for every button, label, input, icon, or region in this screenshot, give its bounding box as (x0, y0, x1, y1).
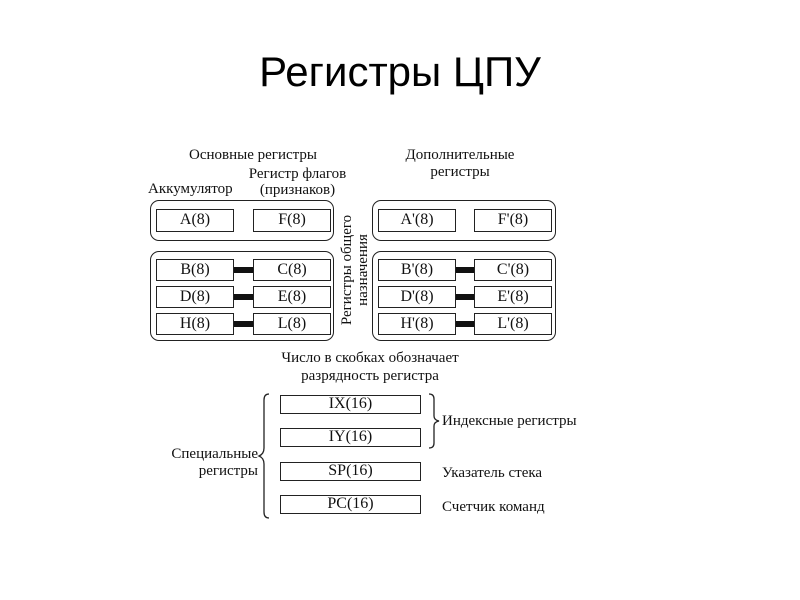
pair-connector (456, 294, 474, 300)
note-line2: разрядность регистра (301, 368, 439, 384)
register-a-alt: A'(8) (378, 209, 456, 232)
note-line1: Число в скобках обозначает (281, 350, 459, 366)
register-h-alt: H'(8) (378, 313, 456, 335)
alt-registers-label-line1: Дополнительные (405, 147, 515, 163)
register-b-alt: B'(8) (378, 259, 456, 281)
register-d: D(8) (156, 286, 234, 308)
index-registers-label: Индексные регистры (442, 413, 577, 429)
stack-pointer-label: Указатель стека (442, 465, 543, 481)
slide-title: Регистры ЦПУ (259, 48, 541, 95)
pair-connector (234, 267, 253, 273)
special-registers-brace (257, 393, 270, 519)
program-counter-label: Счетчик команд (442, 499, 545, 515)
register-iy: IY(16) (280, 428, 421, 447)
general-purpose-label: Регистры общего назначения (339, 215, 371, 325)
pair-connector (234, 321, 253, 327)
register-e: E(8) (253, 286, 331, 308)
special-label-line2: регистры (198, 463, 258, 479)
general-purpose-label-line1: Регистры общего (339, 214, 355, 326)
general-purpose-label-line2: назначения (355, 234, 371, 306)
register-f: F(8) (253, 209, 331, 232)
flags-label-line1: Регистр флагов (248, 166, 347, 182)
accumulator-label: Аккумулятор (148, 181, 233, 197)
pair-connector (456, 321, 474, 327)
register-h: H(8) (156, 313, 234, 335)
register-e-alt: E'(8) (474, 286, 552, 308)
index-registers-brace (428, 393, 440, 449)
alt-af-group (372, 200, 556, 241)
main-registers-label: Основные регистры (189, 147, 317, 163)
register-d-alt: D'(8) (378, 286, 456, 308)
register-sp: SP(16) (280, 462, 421, 481)
register-f-alt: F'(8) (474, 209, 552, 232)
alt-general-group (372, 251, 556, 341)
special-label-line1: Специальные (171, 446, 258, 462)
register-c-alt: C'(8) (474, 259, 552, 281)
register-a: A(8) (156, 209, 234, 232)
flags-label-line2: (признаков) (259, 182, 336, 198)
alt-registers-label-line2: регистры (430, 164, 490, 180)
register-pc: PC(16) (280, 495, 421, 514)
register-l: L(8) (253, 313, 331, 335)
main-af-group (150, 200, 334, 241)
register-l-alt: L'(8) (474, 313, 552, 335)
main-general-group (150, 251, 334, 341)
pair-connector (234, 294, 253, 300)
register-b: B(8) (156, 259, 234, 281)
pair-connector (456, 267, 474, 273)
register-c: C(8) (253, 259, 331, 281)
register-ix: IX(16) (280, 395, 421, 414)
